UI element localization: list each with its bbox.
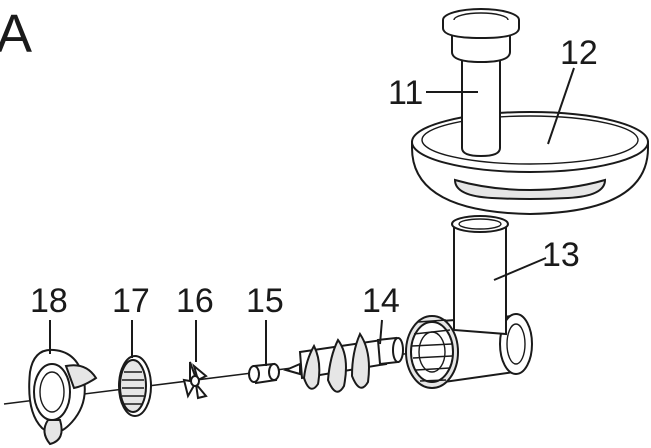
part-14-auger: [283, 331, 404, 393]
leader-line-14: [379, 319, 383, 345]
part-18-ring-nut: [28, 348, 98, 446]
callout-18: 18: [30, 282, 68, 320]
callout-14: 14: [362, 282, 400, 320]
callout-11: 11: [388, 74, 423, 112]
callout-13: 13: [542, 236, 580, 274]
part-17-plate: [118, 355, 152, 417]
part-13-housing: [405, 215, 533, 389]
part-15-bushing: [248, 362, 280, 385]
part-11-pusher: [442, 8, 520, 158]
callout-12: 12: [560, 34, 598, 72]
figure-label: A: [0, 4, 32, 64]
leader-line-12: [547, 67, 575, 145]
callout-17: 17: [112, 282, 150, 320]
callout-16: 16: [176, 282, 214, 320]
callout-15: 15: [246, 282, 284, 320]
part-12-tray: [411, 111, 649, 216]
leader-line-13: [493, 257, 547, 281]
part-16-blade: [182, 361, 208, 400]
